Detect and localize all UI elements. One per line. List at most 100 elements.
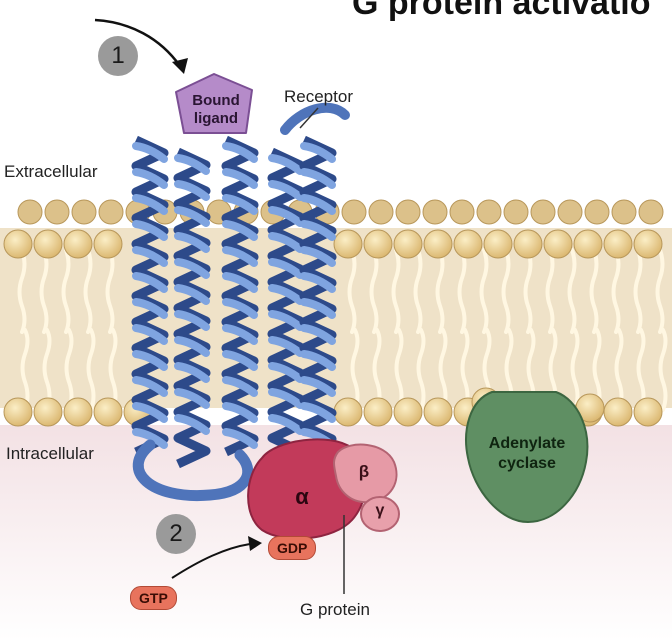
gtp-badge: GTP (130, 586, 177, 610)
phospholipid-head-upper (543, 229, 573, 259)
phospholipid-head-upper (513, 229, 543, 259)
phospholipid-head-upper (483, 229, 513, 259)
g-protein-label: G protein (300, 600, 370, 619)
lipid-tail (39, 248, 49, 334)
back-phospholipid-heads (17, 199, 664, 225)
lipid-tail (570, 328, 580, 412)
phospholipid-head-upper (573, 229, 603, 259)
receptor-label: Receptor (284, 87, 353, 106)
adenylate-cyclase-shape (465, 391, 589, 524)
adenylate-cyclase-line2: cyclase (498, 455, 556, 472)
gdp-badge: GDP (268, 536, 317, 560)
receptor-helix-back (267, 147, 305, 469)
lipid-tail (391, 248, 401, 334)
receptor-protein (136, 140, 332, 464)
phospholipid-head-upper (453, 229, 483, 259)
lipid-tail (545, 248, 555, 334)
phospholipid-head-upper (33, 229, 63, 259)
phospholipid-head-upper (93, 229, 123, 259)
lipid-tail (416, 328, 426, 412)
phospholipid-head-back (341, 199, 367, 225)
phospholipid-head-upper (333, 229, 363, 259)
lipid-tail (658, 328, 668, 412)
lipid-tail (86, 328, 96, 412)
receptor-helix-back (299, 135, 337, 457)
receptor-helix-back (173, 147, 211, 469)
phospholipid-head-back (98, 199, 124, 225)
lipid-tail (394, 328, 404, 412)
phospholipid-head-upper (3, 229, 33, 259)
step-1-arrowhead (172, 58, 188, 74)
phospholipid-head-back (44, 199, 70, 225)
g-beta-symbol: β (358, 462, 370, 481)
phospholipid-head-back (530, 199, 556, 225)
lipid-tail (636, 328, 646, 412)
bound-ligand-text: Bound ligand (184, 92, 248, 128)
receptor-helix-back (221, 135, 259, 457)
lipid-tail (64, 328, 74, 412)
phospholipid-head-upper (423, 229, 453, 259)
step-1-arrow (94, 18, 182, 67)
lipid-tail (614, 328, 624, 412)
adenylate-cyclase-text: Adenylate cyclase (474, 434, 580, 474)
lipid-tail (372, 328, 382, 412)
receptor-extracellular-loop (280, 102, 350, 135)
receptor-helix-back (131, 135, 169, 457)
phospholipid-head-back (611, 199, 637, 225)
g-alpha-symbol: α (295, 484, 309, 509)
receptor-pointer-line (299, 107, 319, 129)
phospholipid-head-lower (423, 397, 453, 427)
bound-ligand-line2: ligand (193, 110, 239, 127)
phospholipid-head-back (557, 199, 583, 225)
phospholipid-head-lower (93, 397, 123, 427)
phospholipid-head-back (503, 199, 529, 225)
step-2-marker: 2 (156, 514, 196, 554)
phospholipid-head-back (368, 199, 394, 225)
lipid-tail (413, 248, 423, 334)
phospholipid-head-upper (393, 229, 423, 259)
phospholipid-head-lower (393, 397, 423, 427)
lipid-tail (108, 328, 118, 412)
phospholipid-head-lower (33, 397, 63, 427)
lipid-tail (501, 248, 511, 334)
phospholipid-head-lower (63, 397, 93, 427)
adenylate-cyclase-line1: Adenylate (488, 435, 566, 452)
lipid-tail (347, 248, 357, 334)
bound-ligand-line1: Bound (192, 92, 240, 109)
phospholipid-head-back (422, 199, 448, 225)
phospholipid-head-back (395, 199, 421, 225)
phospholipid-head-upper (63, 229, 93, 259)
lipid-tail (20, 328, 30, 412)
step-2-arrowhead (248, 536, 262, 551)
phospholipid-head-lower (633, 397, 663, 427)
receptor-intracellular-loop (132, 439, 254, 502)
lipid-tail (592, 328, 602, 412)
phospholipid-head-back (71, 199, 97, 225)
phospholipid-head-back (17, 199, 43, 225)
lipid-tails (17, 248, 668, 412)
g-gamma-symbol: γ (375, 502, 385, 519)
step-1-marker: 1 (98, 36, 138, 76)
phospholipid-head-back (638, 199, 664, 225)
lipid-tail (369, 248, 379, 334)
lipid-tail (42, 328, 52, 412)
lipid-tail (435, 248, 445, 334)
lipid-tail (655, 248, 665, 334)
lipid-tail (105, 248, 115, 334)
lipid-tail (611, 248, 621, 334)
extracellular-label: Extracellular (4, 162, 98, 181)
phospholipid-head-lower (3, 397, 33, 427)
phospholipid-head-lower (333, 397, 363, 427)
diagram-title: G protein activatio (352, 0, 651, 22)
lipid-tail (633, 248, 643, 334)
phospholipid-head-back (449, 199, 475, 225)
lipid-tail (567, 248, 577, 334)
lipid-tail (350, 328, 360, 412)
bound-ligand-shape (175, 73, 253, 134)
phospholipid-head-lower (603, 397, 633, 427)
step-2-arrow (171, 543, 251, 579)
intracellular-label: Intracellular (6, 444, 94, 463)
lipid-tail (523, 248, 533, 334)
